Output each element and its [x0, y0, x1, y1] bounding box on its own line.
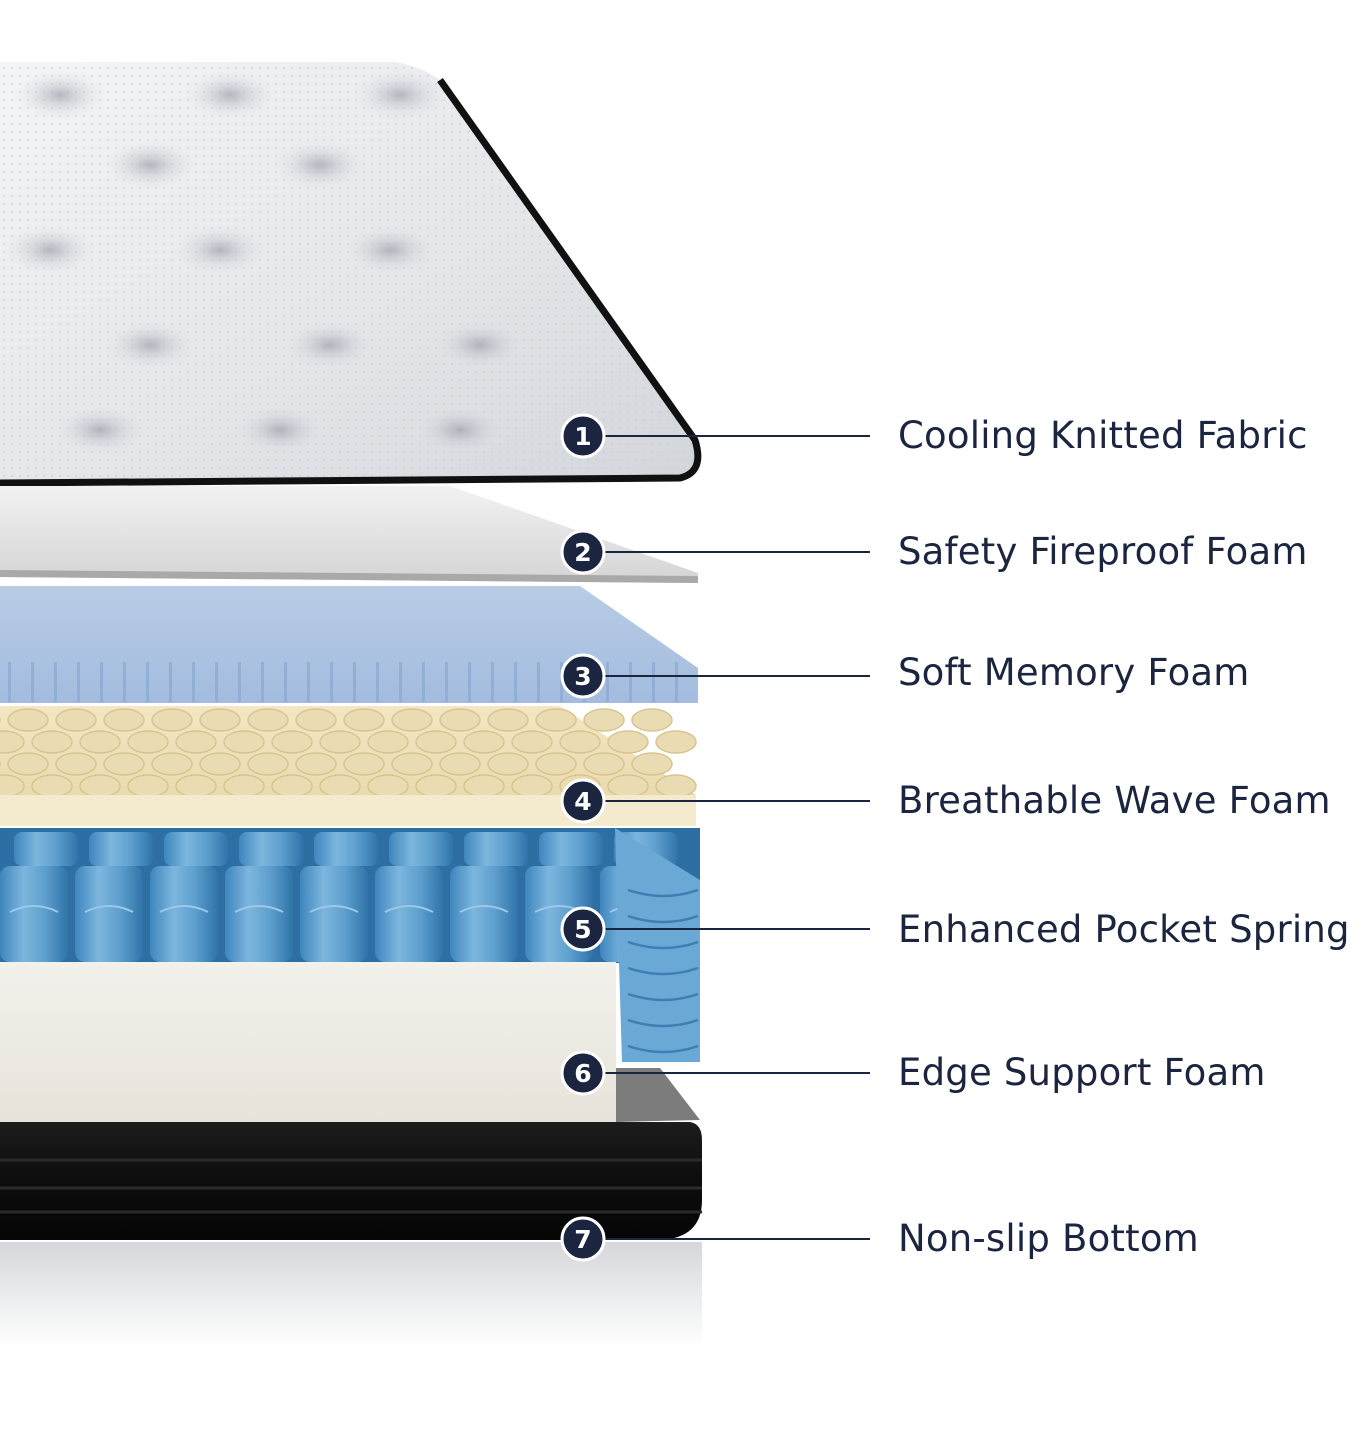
layer-6-edge-support-foam	[0, 962, 700, 1122]
number-badge-4	[560, 778, 606, 824]
layer-label-2: Safety Fireproof Foam	[898, 530, 1308, 573]
layer-label-1: Cooling Knitted Fabric	[898, 414, 1308, 457]
number-badge-text-2: 2	[574, 538, 591, 567]
number-badge-text-3: 3	[574, 662, 591, 691]
callout-5: 5	[560, 906, 870, 952]
callout-6: 6	[560, 1050, 870, 1096]
number-badge-text-1: 1	[574, 422, 591, 451]
layer-3-memory-foam	[0, 586, 698, 703]
layer-label-3: Soft Memory Foam	[898, 651, 1250, 694]
callout-1: 1	[560, 413, 870, 459]
number-badge-text-5: 5	[574, 915, 591, 944]
callout-2: 2	[560, 529, 870, 575]
layer-1-cooling-knitted-fabric	[0, 62, 702, 487]
number-badge-text-7: 7	[574, 1225, 591, 1254]
callout-7: 7	[560, 1216, 870, 1262]
number-badge-2	[560, 529, 606, 575]
number-badge-3	[560, 653, 606, 699]
callout-4: 4	[560, 778, 870, 824]
layer-2-fireproof-foam	[0, 486, 698, 583]
number-badge-text-6: 6	[574, 1059, 591, 1088]
layer-label-5: Enhanced Pocket Spring	[898, 908, 1350, 951]
layer-label-6: Edge Support Foam	[898, 1051, 1266, 1094]
layer-5-pocket-springs	[0, 828, 700, 1062]
number-badge-5	[560, 906, 606, 952]
number-badge-7	[560, 1216, 606, 1262]
callouts: 1 2 3 4 5 6 7	[560, 413, 870, 1262]
layer-4-wave-foam	[0, 706, 697, 826]
callout-3: 3	[560, 653, 870, 699]
number-badge-6	[560, 1050, 606, 1096]
number-badge-1	[560, 413, 606, 459]
layer-label-4: Breathable Wave Foam	[898, 779, 1331, 822]
layer-label-7: Non-slip Bottom	[898, 1217, 1199, 1260]
number-badge-text-4: 4	[574, 787, 591, 816]
